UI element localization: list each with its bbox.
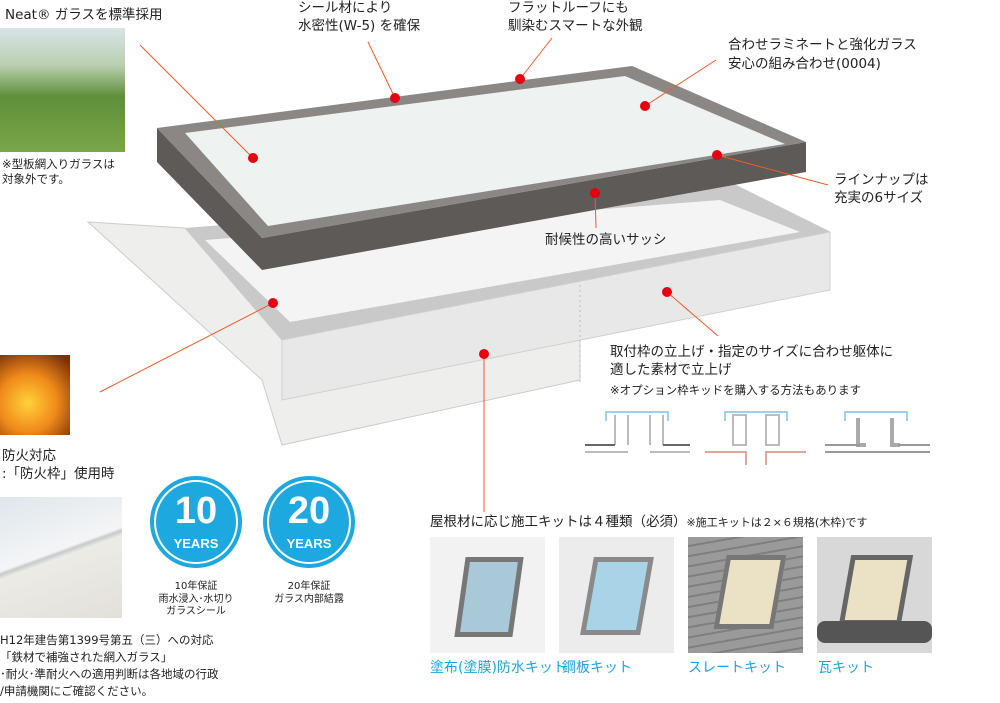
callout-dot [248,153,258,163]
kit-image-coating [430,537,545,653]
neat-note-2: 対象外です。 [2,172,70,186]
lineup-label-2: 充実の6サイズ [834,190,924,206]
badge-20-caption: 20年保証ガラス内部結露 [274,581,344,605]
kit-label-slate: スレートキット [688,660,786,676]
regulation-2: 「鉄材で補強された網入ガラス」 [0,650,173,664]
neat-note-1: ※型板網入りガラスは [2,157,115,171]
curb-note: ※オプション枠キッドを購入する方法もあります [610,383,862,397]
kit-image-steel [559,537,674,653]
callout-dot [590,188,600,198]
seal-label-2: 水密性(W-5) を確保 [298,18,421,34]
badge-10-caption: 10年保証雨水浸入･水切りガラスシール [158,581,234,617]
callout-dot [712,150,722,160]
flat-roof-label-1: フラットルーフにも [508,0,629,16]
lineup-label-1: ラインナップは [834,172,929,188]
kit-label-coating: 塗布(塗膜)防水キット [430,660,567,676]
glass-pane [185,76,785,226]
kit-label-steel: 鋼板キット [562,660,632,676]
callout-dot [662,287,672,297]
callout-dot [515,74,525,84]
regulation-3: ･耐火･準耐火への適用判断は各地域の行政 [0,667,219,681]
warranty-badge-10: 10 YEARS [150,476,242,568]
callout-dot [390,93,400,103]
seal-label-1: シール材により [298,0,393,16]
callout-dot [479,349,489,359]
neat-glass-photo [0,28,125,152]
kit-label-tile: 瓦キット [818,660,874,676]
sash-front [157,128,806,270]
callout-dot [640,101,650,111]
regulation-4: /申請機関にご確認ください。 [0,684,154,698]
curb-label-2: 適した素材で立上げ [610,362,732,378]
neat-glass-label: Neat® ガラスを標準採用 [5,7,163,23]
fire-label-1: 防火対応 [2,448,56,464]
regulation-1: H12年建告第1399号第五（三）への対応 [0,633,214,647]
kits-title: 屋根材に応じ施工キットは４種類（必須）※施工キットは２×６規格(木枠)です [430,514,868,530]
kit-image-slate [688,537,803,653]
fire-photo [0,355,70,435]
warranty-badge-20: 20 YEARS [263,476,355,568]
callout-dot [268,298,278,308]
flat-roof-label-2: 馴染むスマートな外観 [508,18,643,34]
curb-front [281,231,831,401]
fire-frame-photo [0,497,122,618]
laminate-label-2: 安心の組み合わせ(0004) [728,56,881,72]
sash-label: 耐候性の高いサッシ [545,232,667,248]
fire-label-2: :「防火枠」使用時 [2,466,115,482]
laminate-label-1: 合わせラミネートと強化ガラス [728,37,917,53]
curb-label-1: 取付枠の立上げ・指定のサイズに合わせ躯体に [610,344,894,360]
kit-image-tile [817,537,932,653]
curb-section-diagrams [585,411,930,465]
